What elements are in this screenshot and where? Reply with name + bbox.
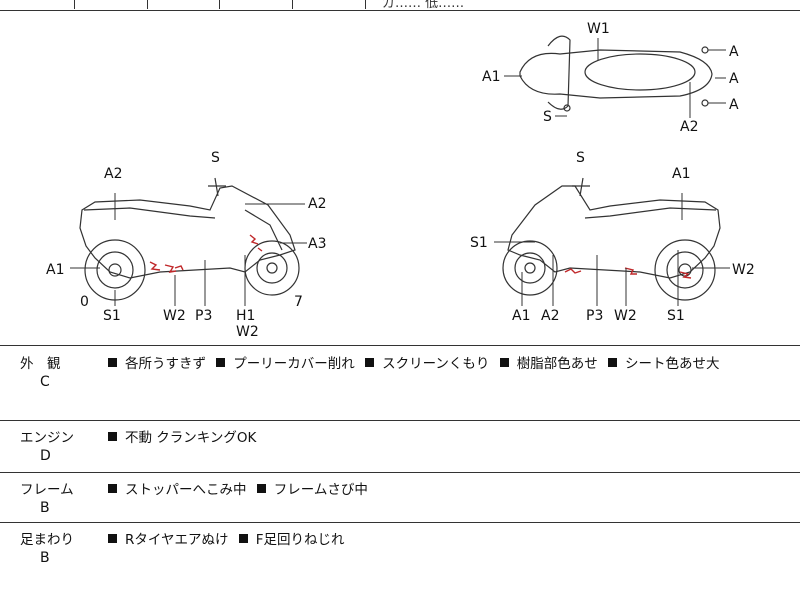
- condition-item: 樹脂部色あせ: [499, 356, 598, 372]
- row-label: 外 観: [20, 356, 61, 372]
- right-labels: S A1 S1 W2 A1 A2 P3 W2 S1: [470, 150, 755, 324]
- strip-divider: [292, 0, 293, 9]
- label-left-a1: A1: [46, 262, 64, 278]
- label-left-a3: A3: [308, 236, 326, 252]
- label-left-s1: S1: [103, 308, 121, 324]
- condition-item: 各所うすきず: [108, 356, 206, 372]
- right-side-view: [502, 177, 721, 301]
- label-top-a-middle: A: [729, 71, 739, 87]
- row-grade: C: [40, 374, 50, 390]
- strip-divider: [147, 0, 148, 9]
- row-frame: フレーム B ストッパーへこみ中 フレームさび中: [0, 472, 800, 523]
- label-right-a2: A2: [541, 308, 559, 324]
- row-items: 不動 クランキングOK: [108, 426, 262, 446]
- condition-item: 不動 クランキングOK: [108, 430, 256, 446]
- bullet-square-icon: [216, 358, 226, 367]
- leader-lines: [70, 38, 730, 306]
- condition-item: F足回りねじれ: [238, 532, 345, 548]
- row-label: 足まわり: [20, 532, 74, 548]
- top-view: [519, 35, 713, 112]
- label-top-a-upper: A: [729, 44, 739, 60]
- label-top-w1: W1: [587, 21, 610, 37]
- row-items: 各所うすきず プーリーカバー削れ スクリーンくもり 樹脂部色あせ シート色あせ大: [108, 352, 726, 372]
- label-top-a1: A1: [482, 69, 500, 85]
- label-right-s1: S1: [667, 308, 685, 324]
- strip-divider: [74, 0, 75, 9]
- label-right-w2-side: W2: [732, 262, 755, 278]
- row-grade: D: [40, 448, 51, 464]
- bullet-square-icon: [365, 358, 375, 367]
- label-right-p3: P3: [586, 308, 603, 324]
- row-suspension: 足まわり B Rタイヤエアぬけ F足回りねじれ: [0, 522, 800, 600]
- condition-item: フレームさび中: [256, 482, 368, 498]
- left-labels: A2 S A2 A3 A1 0 S1 W2 P3 H1 W2 7: [46, 150, 326, 340]
- label-right-s1-front: S1: [470, 235, 488, 251]
- condition-item: プーリーカバー削れ: [216, 356, 355, 372]
- condition-item: Rタイヤエアぬけ: [108, 532, 228, 548]
- label-left-w2: W2: [163, 308, 186, 324]
- row-items: ストッパーへこみ中 フレームさび中: [108, 478, 374, 498]
- bullet-square-icon: [108, 358, 117, 367]
- bullet-square-icon: [499, 358, 509, 367]
- label-left-0: 0: [80, 294, 89, 310]
- label-right-a1: A1: [512, 308, 530, 324]
- bullet-square-icon: [108, 534, 117, 543]
- row-items: Rタイヤエアぬけ F足回りねじれ: [108, 528, 351, 548]
- label-left-s: S: [211, 150, 220, 166]
- bullet-square-icon: [608, 358, 618, 367]
- label-top-a-lower: A: [729, 97, 739, 113]
- label-right-w2: W2: [614, 308, 637, 324]
- label-right-a1-top: A1: [672, 166, 690, 182]
- label-left-7: 7: [294, 294, 303, 310]
- scooter-drawings: A2 S A2 A3 A1 0 S1 W2 P3 H1 W2 7 S A1 S1…: [46, 21, 755, 340]
- left-side-view: [79, 177, 300, 301]
- strip-divider: [365, 0, 366, 9]
- label-left-a2-cowl: A2: [308, 196, 326, 212]
- row-grade: B: [40, 500, 50, 516]
- row-grade: B: [40, 550, 50, 566]
- bullet-square-icon: [108, 432, 117, 441]
- label-left-a2-seat: A2: [104, 166, 122, 182]
- label-right-s: S: [576, 150, 585, 166]
- label-left-h1: H1: [236, 308, 255, 324]
- bullet-square-icon: [238, 534, 248, 543]
- condition-item: スクリーンくもり: [365, 356, 489, 372]
- label-left-w2-lower: W2: [236, 324, 259, 340]
- strip-cut-text: ガ…… 低……: [382, 0, 465, 11]
- row-label: フレーム: [20, 482, 74, 498]
- right-damage-marks: [564, 267, 692, 279]
- top-labels: W1 A A1 A A S A2: [482, 21, 739, 135]
- label-left-p3: P3: [195, 308, 212, 324]
- bullet-square-icon: [108, 484, 117, 493]
- row-exterior: 外 観 C 各所うすきず プーリーカバー削れ スクリーンくもり 樹脂部色あせ シ…: [0, 346, 800, 421]
- row-engine: エンジン D 不動 クランキングOK: [0, 420, 800, 473]
- left-damage-marks: [149, 234, 263, 273]
- condition-item: シート色あせ大: [608, 356, 720, 372]
- top-table-strip: ガ…… 低……: [0, 0, 800, 11]
- condition-item: ストッパーへこみ中: [108, 482, 247, 498]
- bullet-square-icon: [256, 484, 266, 493]
- label-top-s: S: [543, 109, 552, 125]
- damage-diagram: A2 S A2 A3 A1 0 S1 W2 P3 H1 W2 7 S A1 S1…: [0, 10, 800, 346]
- row-label: エンジン: [20, 430, 74, 446]
- strip-divider: [219, 0, 220, 9]
- label-top-a2: A2: [680, 119, 698, 135]
